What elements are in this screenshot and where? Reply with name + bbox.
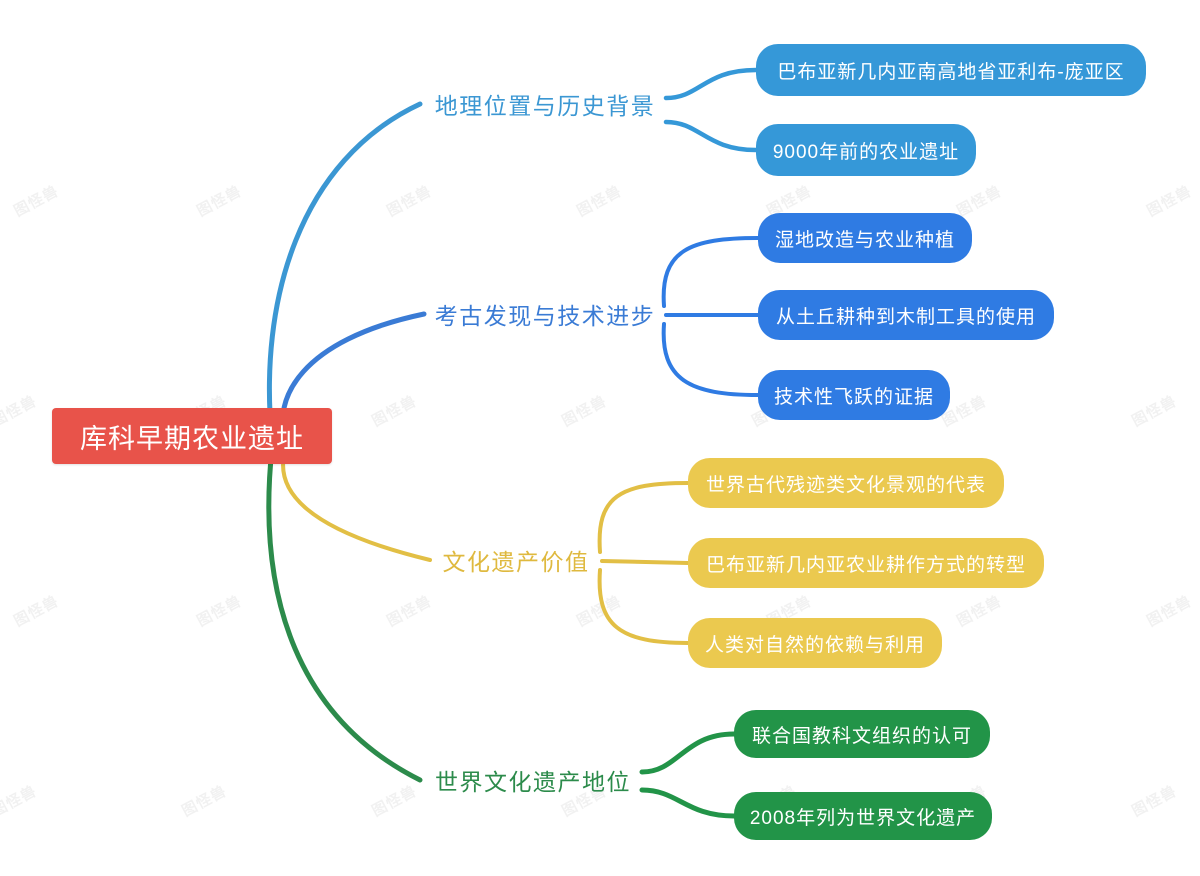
leaf-node-heritage-value-1[interactable]: 世界古代残迹类文化景观的代表 xyxy=(688,458,1004,508)
connector-geo-to-leaf-1 xyxy=(663,67,759,101)
connector-heritage-value-to-leaf-3 xyxy=(597,568,690,645)
leaf-node-label: 巴布亚新几内亚南高地省亚利布-庞亚区 xyxy=(777,61,1125,83)
leaf-node-label: 从土丘耕种到木制工具的使用 xyxy=(776,306,1037,328)
root-node-label: 库科早期农业遗址 xyxy=(80,423,304,454)
leaf-node-label: 9000年前的农业遗址 xyxy=(772,141,960,163)
connector-arch-to-leaf-3 xyxy=(661,322,760,397)
watermark-text: 图怪兽 xyxy=(384,182,435,221)
leaf-node-label: 2008年列为世界文化遗产 xyxy=(749,807,977,829)
leaf-node-world-heritage-1[interactable]: 联合国教科文组织的认可 xyxy=(734,710,990,758)
watermark-text: 图怪兽 xyxy=(0,392,40,431)
watermark-text: 图怪兽 xyxy=(1129,392,1180,431)
branch-node-world-heritage[interactable]: 世界文化遗产地位 xyxy=(430,762,636,798)
watermark-text: 图怪兽 xyxy=(384,592,435,631)
leaf-node-label: 联合国教科文组织的认可 xyxy=(752,725,973,747)
branch-node-geo[interactable]: 地理位置与历史背景 xyxy=(430,86,660,122)
leaf-node-arch-1[interactable]: 湿地改造与农业种植 xyxy=(758,213,972,263)
connector-root-to-heritage-value xyxy=(281,446,432,562)
watermark-text: 图怪兽 xyxy=(954,592,1005,631)
connector-root-to-world-heritage xyxy=(266,445,423,783)
watermark-text: 图怪兽 xyxy=(1129,782,1180,821)
connector-world-heritage-to-leaf-1 xyxy=(639,731,737,775)
watermark-text: 图怪兽 xyxy=(194,592,245,631)
watermark-text: 图怪兽 xyxy=(194,182,245,221)
watermark-text: 图怪兽 xyxy=(559,392,610,431)
watermark-text: 图怪兽 xyxy=(369,782,420,821)
branch-node-label: 世界文化遗产地位 xyxy=(435,769,631,795)
watermark-text: 图怪兽 xyxy=(574,182,625,221)
leaf-node-label: 人类对自然的依赖与利用 xyxy=(705,634,926,656)
connector-heritage-value-to-leaf-1 xyxy=(597,481,690,554)
leaf-node-arch-2[interactable]: 从土丘耕种到木制工具的使用 xyxy=(758,290,1054,340)
branch-node-heritage-value[interactable]: 文化遗产价值 xyxy=(438,542,594,578)
connector-world-heritage-to-leaf-2 xyxy=(639,787,737,819)
connector-root-to-geo xyxy=(266,101,423,443)
watermark-text: 图怪兽 xyxy=(369,392,420,431)
branch-node-label: 文化遗产价值 xyxy=(442,549,590,575)
leaf-node-heritage-value-2[interactable]: 巴布亚新几内亚农业耕作方式的转型 xyxy=(688,538,1044,588)
leaf-node-arch-3[interactable]: 技术性飞跃的证据 xyxy=(758,370,950,420)
connector-heritage-value-to-leaf-2 xyxy=(600,559,690,565)
watermark-text: 图怪兽 xyxy=(1144,182,1195,221)
watermark-text: 图怪兽 xyxy=(11,182,62,221)
branch-node-arch[interactable]: 考古发现与技术进步 xyxy=(430,296,660,332)
watermark-text: 图怪兽 xyxy=(179,782,230,821)
watermark-text: 图怪兽 xyxy=(0,782,40,821)
connector-geo-to-leaf-2 xyxy=(663,119,759,153)
connector-arch-to-leaf-1 xyxy=(661,236,760,308)
branch-node-label: 地理位置与历史背景 xyxy=(434,93,656,119)
leaf-node-label: 巴布亚新几内亚农业耕作方式的转型 xyxy=(706,554,1027,576)
leaf-node-label: 湿地改造与农业种植 xyxy=(775,229,956,251)
leaf-node-world-heritage-2[interactable]: 2008年列为世界文化遗产 xyxy=(734,792,992,840)
leaf-node-label: 技术性飞跃的证据 xyxy=(774,386,935,408)
leaf-node-label: 世界古代残迹类文化景观的代表 xyxy=(706,474,987,496)
leaf-node-geo-1[interactable]: 巴布亚新几内亚南高地省亚利布-庞亚区 xyxy=(756,44,1146,96)
branch-node-label: 考古发现与技术进步 xyxy=(434,303,656,329)
leaf-node-heritage-value-3[interactable]: 人类对自然的依赖与利用 xyxy=(688,618,942,668)
watermark-text: 图怪兽 xyxy=(11,592,62,631)
watermark-text: 图怪兽 xyxy=(574,592,625,631)
leaf-node-geo-2[interactable]: 9000年前的农业遗址 xyxy=(756,124,976,176)
root-node[interactable]: 库科早期农业遗址 xyxy=(52,408,332,464)
watermark-text: 图怪兽 xyxy=(1144,592,1195,631)
